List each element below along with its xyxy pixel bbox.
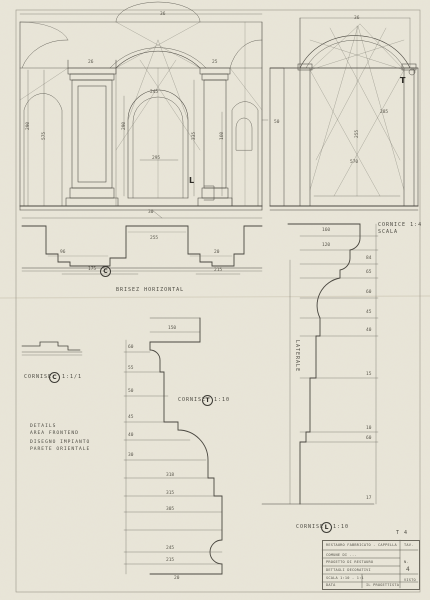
cornice-c-profile bbox=[21, 341, 83, 356]
right-elevation-dim: 285 bbox=[380, 110, 389, 115]
plan-dim: 96 bbox=[60, 250, 66, 255]
title-block bbox=[322, 540, 420, 590]
plan-dim: 30 bbox=[148, 210, 154, 215]
note-line: AREA FRONTEND bbox=[30, 431, 79, 436]
section-marker-l-circle: L bbox=[321, 522, 332, 533]
profile-t-dim: 50 bbox=[128, 389, 134, 394]
profile-t-dim: 20 bbox=[174, 576, 180, 581]
profile-t-dim: 55 bbox=[128, 366, 134, 371]
profile-l-dim: 65 bbox=[366, 270, 372, 275]
sheet-mark: T 4 bbox=[396, 530, 409, 536]
profile-t-dim: 30 bbox=[128, 453, 134, 458]
title-block-row: COMUNE DI ... bbox=[326, 553, 357, 557]
title-block-small: VISTO bbox=[404, 578, 416, 582]
right-elevation-dim: 36 bbox=[354, 16, 360, 21]
cornice-l-profile bbox=[261, 223, 379, 505]
note-line: DETAILS bbox=[30, 424, 57, 429]
profile-t-dim: 150 bbox=[168, 326, 177, 331]
elevation-dim: 290 bbox=[26, 121, 31, 130]
elevation-dim: 25 bbox=[212, 60, 218, 65]
title-block-row: IL PROGETTISTA bbox=[366, 583, 400, 587]
right-elevation-dim: 255 bbox=[355, 129, 360, 138]
title-block-row: SCALA 1:10 - 1:1 bbox=[326, 576, 364, 580]
profile-l-dim: 160 bbox=[322, 228, 331, 233]
profile-t-dim: 245 bbox=[166, 546, 175, 551]
profile-t-dim: 318 bbox=[166, 473, 175, 478]
cornice-c-caption: CORNISE bbox=[24, 374, 53, 380]
sheet-border bbox=[15, 9, 421, 593]
profile-t-dim: 60 bbox=[128, 345, 134, 350]
profile-t-dim: 315 bbox=[166, 491, 175, 496]
title-block-col: 4 bbox=[406, 566, 410, 573]
cornice-l-scale: 1:10 bbox=[333, 524, 350, 530]
right-top-label-2: SCALA bbox=[378, 229, 399, 235]
profile-t-dim: 215 bbox=[166, 558, 175, 563]
section-marker-c-small: C bbox=[49, 372, 60, 383]
note-block: DETAILS AREA FRONTEND DISEGNO IMPIANTO P… bbox=[30, 424, 91, 452]
profile-t-dim: 45 bbox=[128, 415, 134, 420]
title-block-small: DATA bbox=[326, 583, 336, 587]
plan-dim: 175 bbox=[88, 267, 97, 272]
cornice-c-scale: 1:1/1 bbox=[62, 374, 83, 380]
title-block-row: RESTAURO FABBRICATO - CAPPELLA bbox=[326, 543, 397, 547]
cornice-l-caption: CORNISE bbox=[296, 524, 325, 530]
plan-dim: 215 bbox=[214, 268, 223, 273]
elevation-dim: 160 bbox=[220, 131, 225, 140]
profile-l-dim: 120 bbox=[322, 243, 331, 248]
title-block-row: DETTAGLI DECORATIVI bbox=[326, 568, 371, 572]
profile-l-dim: 17 bbox=[366, 496, 372, 501]
cornice-t-profile bbox=[123, 317, 223, 575]
plan-section bbox=[21, 217, 263, 275]
profile-t-dim: 305 bbox=[166, 507, 175, 512]
title-block-lines bbox=[321, 539, 419, 589]
section-marker-c: C bbox=[100, 266, 111, 277]
note-line: DISEGNO IMPIANTO bbox=[30, 440, 91, 445]
elevation-dim: 26 bbox=[88, 60, 94, 65]
elevation-dim: 335 bbox=[192, 131, 197, 140]
profile-t-dim: 40 bbox=[128, 433, 134, 438]
section-marker-t: T bbox=[400, 76, 406, 85]
note-line: PARETE ORIENTALE bbox=[30, 447, 91, 452]
cornice-t-scale: 1:10 bbox=[214, 397, 231, 403]
elevation-dim: 36 bbox=[160, 12, 166, 17]
profile-l-dim: 10 bbox=[366, 426, 372, 431]
profile-l-dim: 15 bbox=[366, 372, 372, 377]
plan-dim: 255 bbox=[150, 236, 159, 241]
right-elevation bbox=[269, 17, 419, 211]
profile-l-dim: 60 bbox=[366, 290, 372, 295]
plan-caption: BRISEZ HORIZONTAL bbox=[116, 287, 185, 293]
title-block-row: PROGETTO DI RESTAURO bbox=[326, 560, 374, 564]
cornice-t-caption: CORNISE bbox=[178, 397, 207, 403]
profile-l-dim: 60 bbox=[366, 436, 372, 441]
main-elevation bbox=[19, 1, 269, 219]
right-top-label: CORNICE 1:4 bbox=[378, 222, 423, 228]
right-vertical-label: LATERALE bbox=[294, 340, 300, 373]
profile-l-dim: 45 bbox=[366, 310, 372, 315]
profile-l-dim: 40 bbox=[366, 328, 372, 333]
elevation-dim: 575 bbox=[42, 131, 47, 140]
section-marker-t-circle: T bbox=[202, 395, 213, 406]
profile-l-dim: 84 bbox=[366, 256, 372, 261]
elevation-dim: 245 bbox=[150, 90, 159, 95]
plan-dim: 20 bbox=[214, 250, 220, 255]
right-elevation-dim: 50 bbox=[274, 120, 280, 125]
elevation-dim: 290 bbox=[122, 121, 127, 130]
right-elevation-dim: 570 bbox=[350, 160, 359, 165]
title-block-col: TAV. bbox=[404, 543, 414, 547]
section-marker-l: L bbox=[189, 176, 195, 185]
elevation-dim: 295 bbox=[152, 156, 161, 161]
title-block-col: N. bbox=[404, 560, 409, 564]
